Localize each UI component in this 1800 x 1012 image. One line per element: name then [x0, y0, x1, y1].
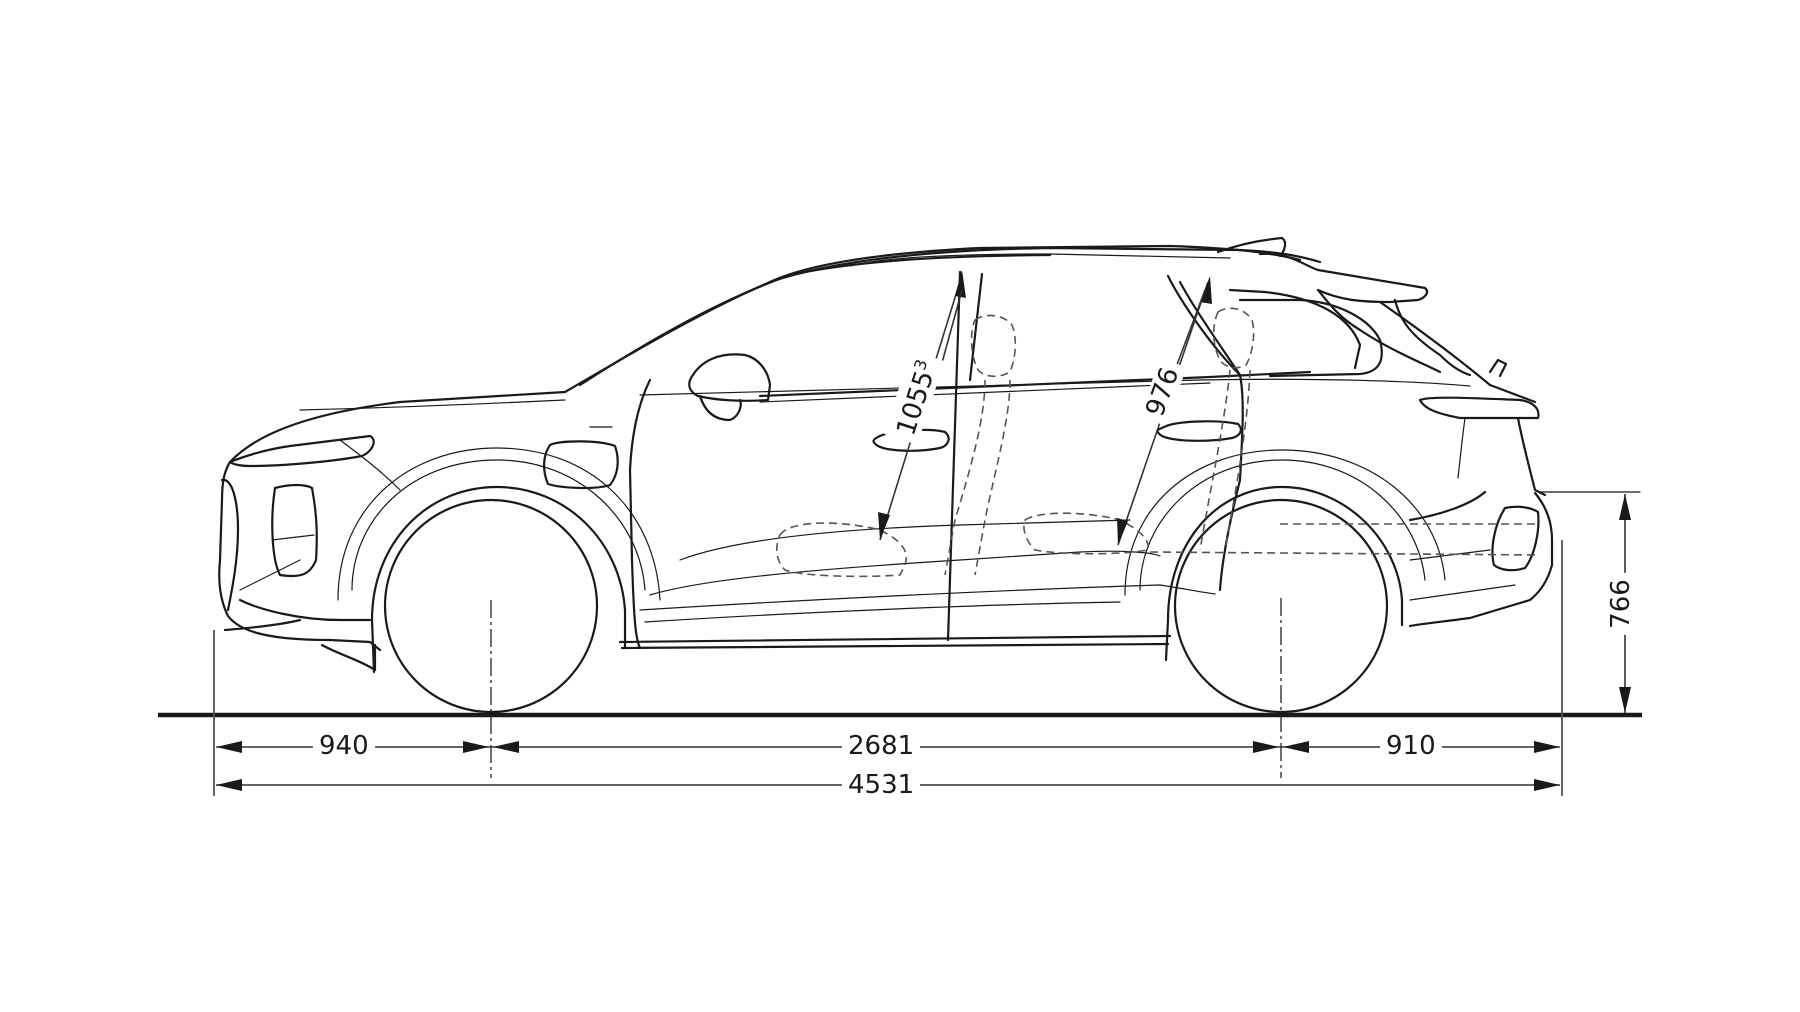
overall-length-label: 4531 — [842, 771, 921, 799]
sill-height-label: 766 — [1606, 573, 1636, 635]
seats-hidden-lines — [775, 307, 1541, 578]
rear-wheel — [1173, 498, 1389, 714]
car-body — [218, 236, 1554, 672]
wheelbase-label: 2681 — [842, 732, 921, 760]
front-overhang-label: 940 — [313, 732, 375, 760]
rear-overhang-label: 910 — [1380, 732, 1442, 760]
